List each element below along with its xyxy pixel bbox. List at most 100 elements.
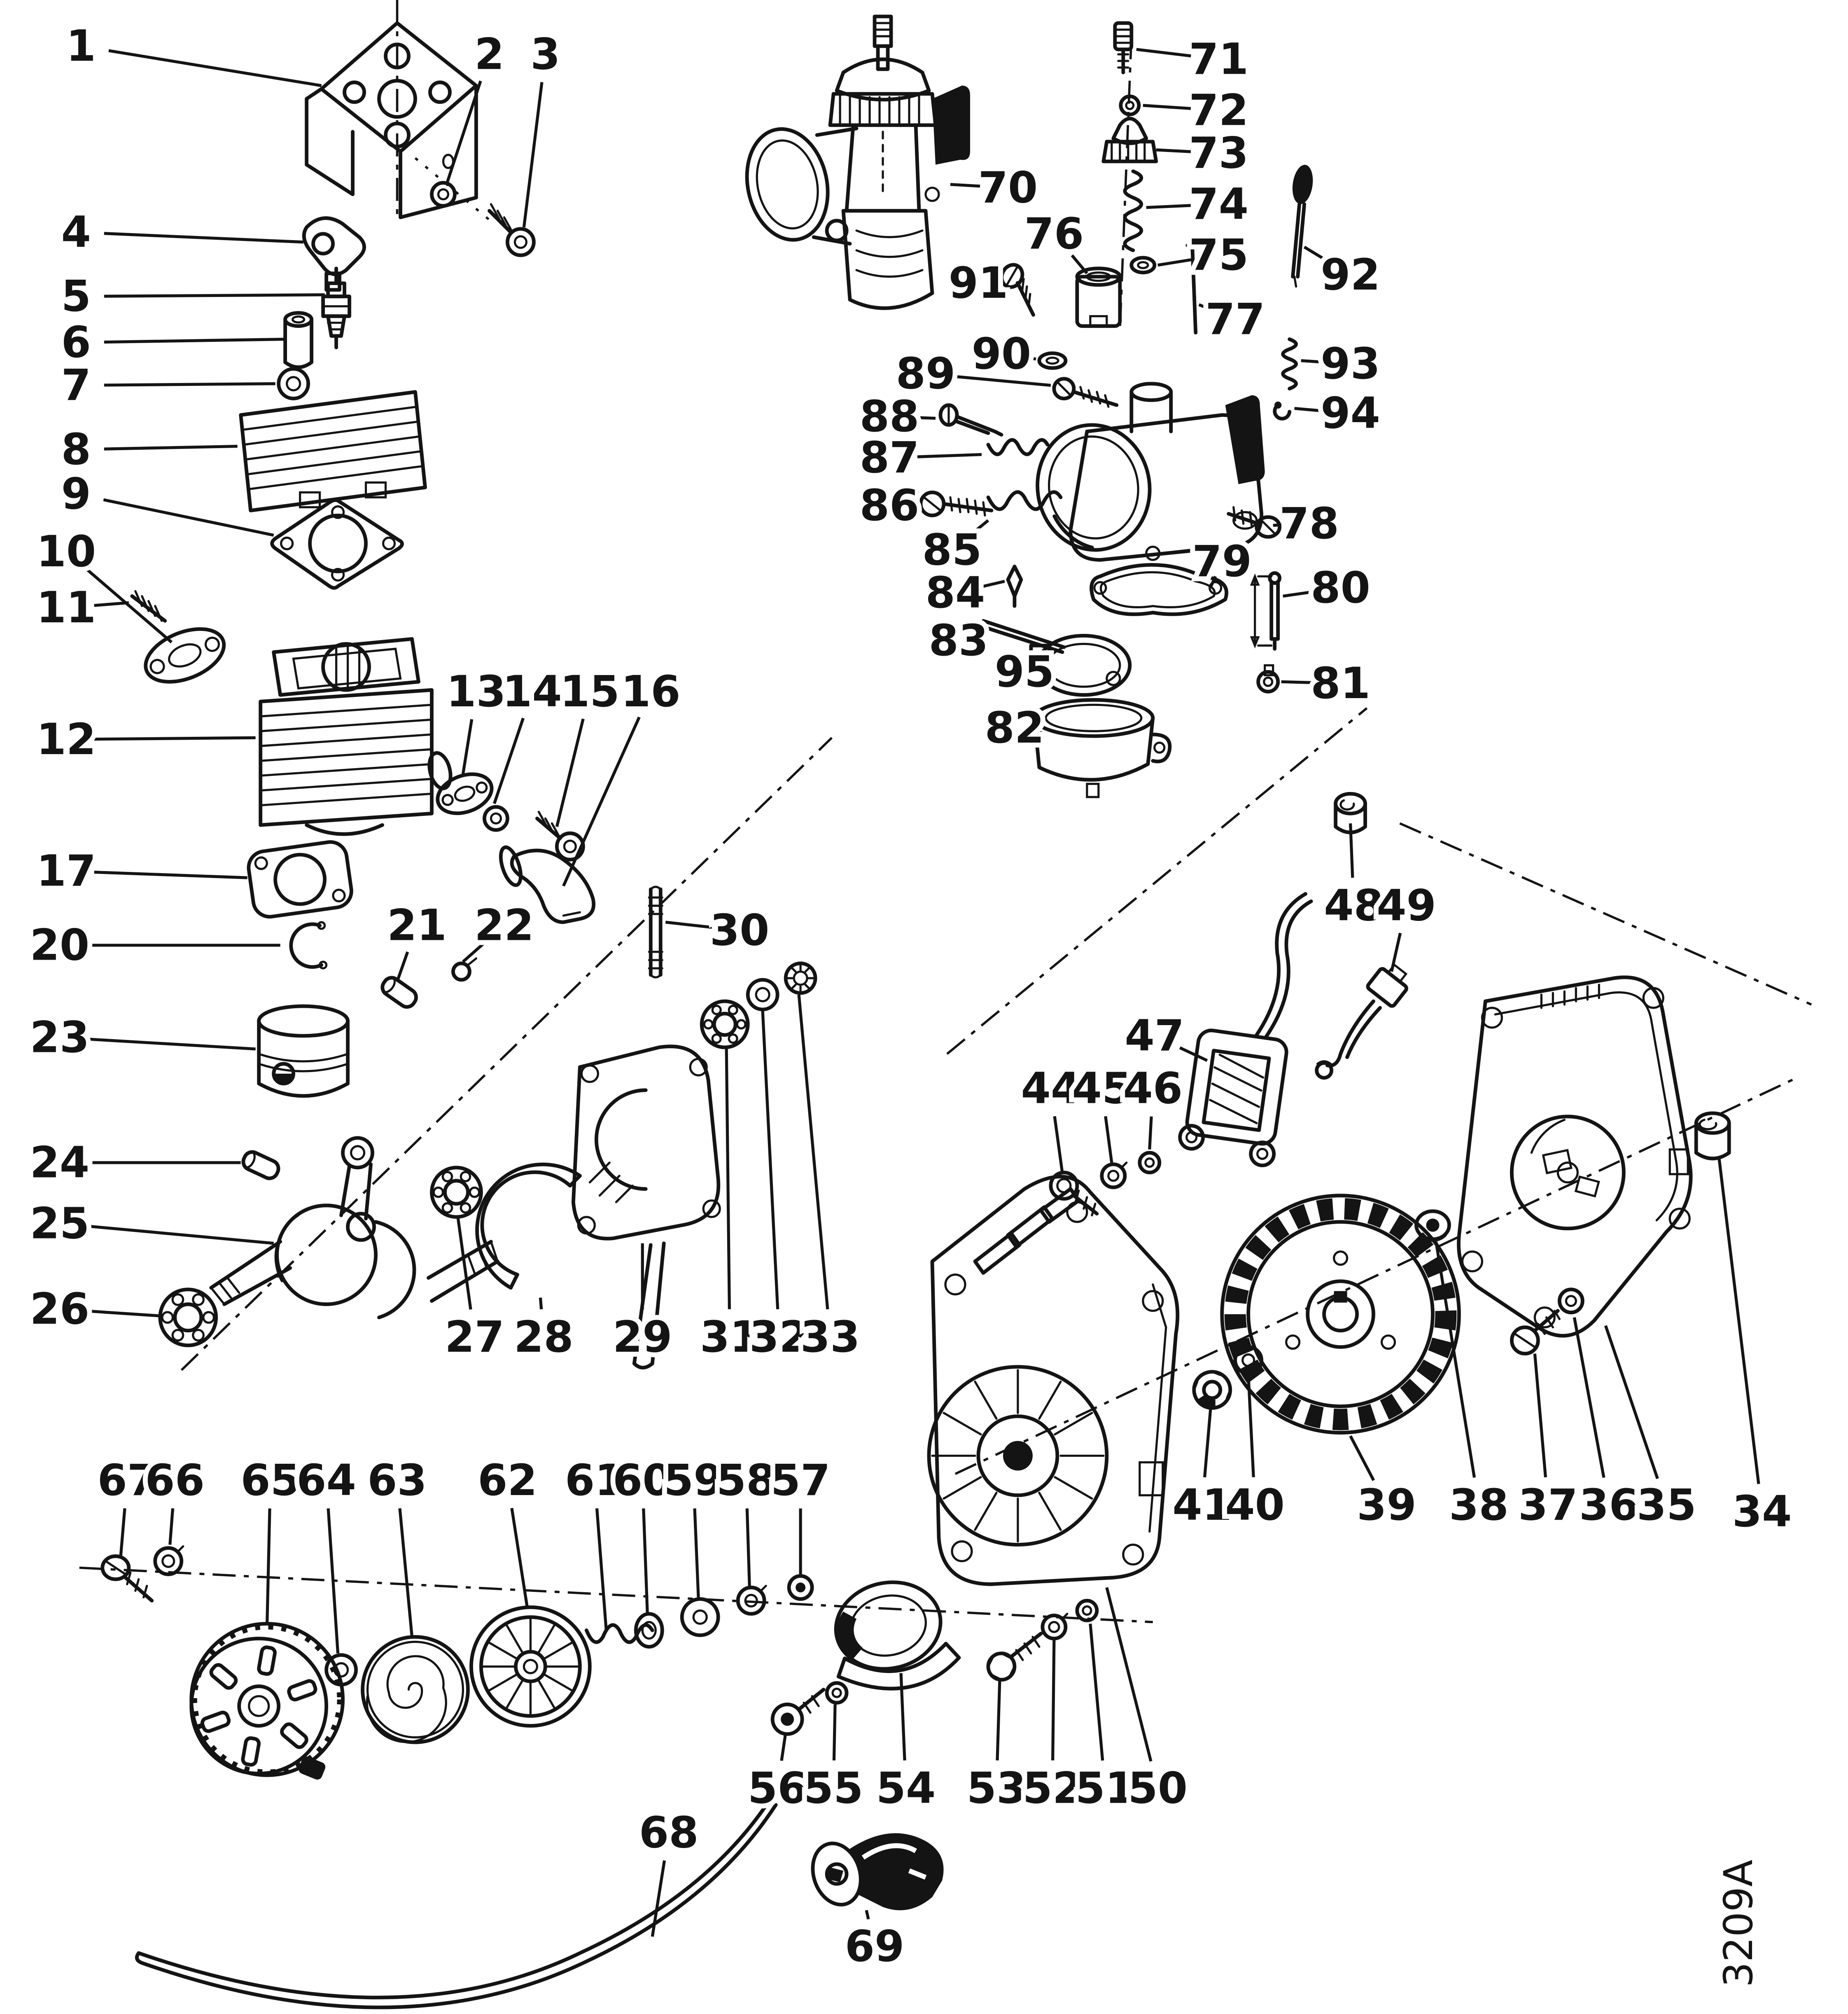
callout-label-20: 20	[30, 921, 90, 970]
callout-label-26: 26	[30, 1284, 90, 1334]
callout-label-61: 61	[565, 1456, 625, 1505]
leader-line-35	[1604, 1325, 1659, 1479]
leader-line-82	[1032, 729, 1043, 734]
callout-label-49: 49	[1377, 881, 1436, 931]
part-jet-needle-77	[1185, 242, 1199, 335]
leader-line-31	[725, 1049, 731, 1309]
leader-line-70	[950, 183, 980, 188]
leader-line-33	[797, 994, 829, 1310]
part-bearing-31	[700, 999, 750, 1049]
leader-line-27	[456, 1218, 472, 1310]
part-washer-14	[483, 805, 509, 832]
part-throttle-stop-screw-89	[1052, 377, 1119, 408]
callout-label-2: 2	[474, 29, 504, 79]
callout-label-67: 67	[97, 1456, 157, 1505]
callout-label-15: 15	[560, 667, 620, 717]
part-fan-cover-50	[927, 1175, 1180, 1586]
part-float-assembly-95	[1029, 633, 1132, 697]
callout-label-28: 28	[514, 1312, 574, 1362]
callout-label-5: 5	[61, 271, 91, 321]
callout-label-30: 30	[710, 906, 770, 956]
callout-label-83: 83	[929, 616, 989, 666]
callout-label-52: 52	[1023, 1764, 1083, 1813]
part-intake-gasket-13	[436, 772, 494, 815]
leader-line-73	[1156, 148, 1191, 153]
callout-label-55: 55	[804, 1764, 863, 1813]
callout-label-47: 47	[1125, 1011, 1184, 1061]
part-banjo-screw-91	[1000, 263, 1035, 317]
callout-label-93: 93	[1321, 339, 1380, 389]
part-socket-bolt-15	[535, 811, 585, 862]
leader-line-89	[953, 375, 1051, 387]
part-spring-cup-60	[634, 1612, 664, 1649]
leader-line-50	[1105, 1587, 1153, 1762]
leader-line-79	[1209, 575, 1217, 588]
leader-line-13	[461, 719, 474, 774]
leader-line-22	[462, 943, 484, 963]
part-bearing-27	[430, 1166, 483, 1219]
part-spring-washer-66	[153, 1545, 184, 1576]
callout-label-82: 82	[985, 703, 1045, 753]
part-washer-55	[825, 1681, 849, 1705]
callout-label-3: 3	[530, 29, 560, 79]
leader-line-30	[665, 921, 712, 929]
leader-line-25	[87, 1224, 274, 1245]
part-clip-94	[1273, 402, 1292, 421]
callout-label-63: 63	[367, 1456, 427, 1505]
part-spring-washer-45	[1100, 1161, 1128, 1189]
callout-label-77: 77	[1205, 294, 1265, 344]
callout-label-71: 71	[1189, 34, 1248, 84]
leader-line-55	[832, 1704, 837, 1761]
part-spring-87	[986, 438, 1050, 456]
part-sealing-washer-90	[1037, 351, 1068, 370]
leader-line-2	[445, 80, 482, 185]
callout-label-8: 8	[61, 425, 91, 474]
part-exhaust-gasket-10	[144, 627, 226, 684]
callout-label-23: 23	[30, 1012, 90, 1062]
leader-line-58	[745, 1508, 751, 1586]
callout-label-59: 59	[664, 1456, 723, 1505]
callout-label-70: 70	[978, 163, 1038, 213]
part-bearing-26	[158, 1287, 218, 1348]
callout-label-21: 21	[387, 901, 447, 951]
part-screw-67	[100, 1554, 154, 1603]
callout-label-51: 51	[1075, 1764, 1135, 1813]
leader-line-47	[1179, 1046, 1208, 1062]
callout-label-36: 36	[1579, 1480, 1639, 1530]
part-washer-32	[746, 978, 779, 1012]
callout-label-69: 69	[845, 1922, 905, 1972]
leader-line-77	[1198, 303, 1210, 311]
callout-label-78: 78	[1279, 499, 1339, 549]
part-head-gasket-9	[270, 498, 404, 590]
part-spring-seat-75	[1129, 256, 1157, 275]
part-washer-7	[277, 367, 310, 401]
drawing-number: 3209A	[1715, 1860, 1762, 1987]
callout-label-11: 11	[37, 583, 96, 633]
leader-line-61	[595, 1508, 608, 1631]
callout-label-94: 94	[1321, 388, 1380, 438]
leader-line-72	[1143, 104, 1191, 110]
callout-label-29: 29	[613, 1312, 672, 1362]
callout-label-24: 24	[30, 1138, 90, 1187]
callout-label-48: 48	[1324, 881, 1384, 931]
callout-label-37: 37	[1518, 1480, 1578, 1530]
leader-line-48	[1349, 823, 1354, 878]
callout-label-6: 6	[61, 318, 91, 367]
part-starter-cable-92	[1291, 165, 1313, 288]
callout-label-65: 65	[240, 1456, 300, 1505]
part-lock-nut-72	[1119, 94, 1141, 117]
leader-line-76	[1071, 254, 1088, 275]
part-flywheel-nut-41	[1192, 1370, 1232, 1410]
leader-line-39	[1349, 1435, 1375, 1481]
callout-label-41: 41	[1172, 1480, 1232, 1530]
part-stud-11	[130, 590, 167, 623]
leader-line-46	[1148, 1116, 1153, 1150]
part-socket-bolt-3	[488, 203, 536, 257]
part-lock-nut-33	[784, 961, 817, 995]
part-carburettor-70	[745, 14, 970, 310]
leader-line-52	[1051, 1640, 1056, 1761]
leader-line-68	[651, 1860, 666, 1937]
part-flywheel-39	[1220, 1194, 1461, 1435]
callout-label-84: 84	[926, 568, 985, 618]
